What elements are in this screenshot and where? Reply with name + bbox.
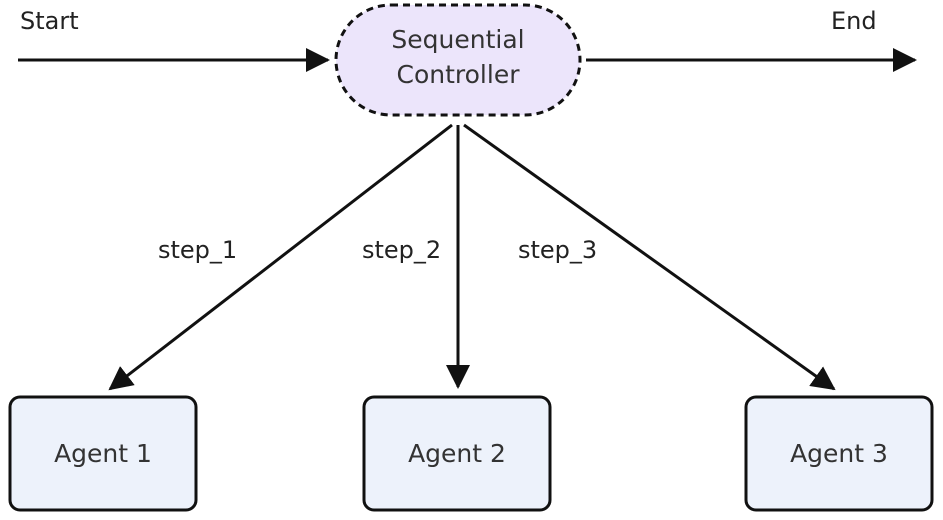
agent-3-label: Agent 3 (790, 439, 888, 468)
agent-1-node[interactable] (8, 395, 198, 512)
end-label: End (831, 7, 877, 35)
controller-label-line2: Controller (396, 60, 520, 89)
controller-label: Sequential Controller (336, 22, 580, 92)
agent-1-label: Agent 1 (54, 439, 152, 468)
step-3-edge (463, 123, 836, 391)
agent-3-node[interactable] (744, 395, 934, 512)
controller-label-line1: Sequential (391, 25, 525, 54)
step-1-label: step_1 (158, 236, 238, 264)
controller-node[interactable] (334, 3, 582, 117)
step-1-edge (108, 123, 453, 391)
start-label: Start (20, 7, 79, 35)
step-2-label: step_2 (362, 236, 442, 264)
step-3-label: step_3 (518, 236, 598, 264)
agent-2-label: Agent 2 (408, 439, 506, 468)
agent-2-node[interactable] (362, 395, 552, 512)
